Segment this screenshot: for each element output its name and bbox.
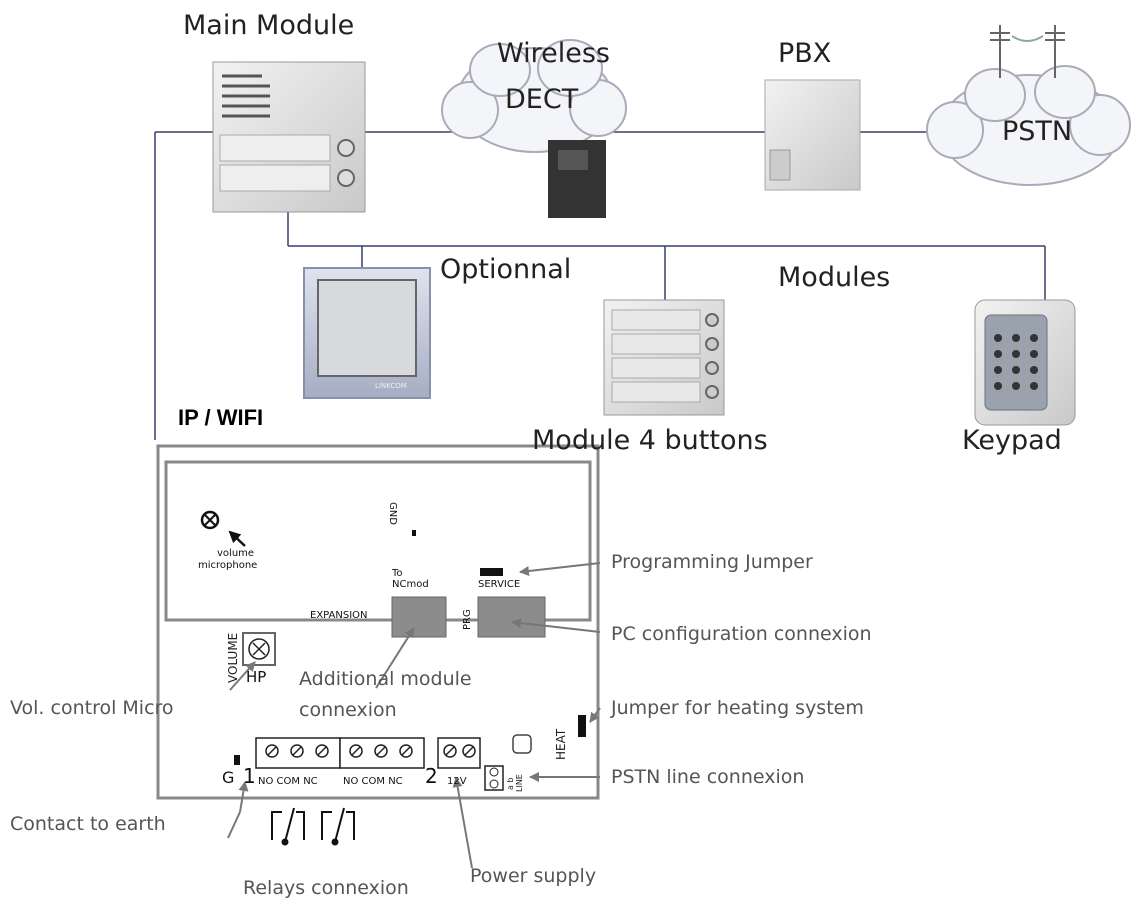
relays-connexion-callout: Relays connexion <box>243 877 409 899</box>
contact-to-earth-callout: Contact to earth <box>10 813 166 835</box>
hp-volume-potentiometer-icon <box>242 632 276 666</box>
linkcom-brand-label: LINKCOM <box>375 382 407 390</box>
service-label: SERVICE <box>478 579 521 590</box>
prg-connector <box>477 596 546 638</box>
expansion-connector <box>391 596 447 638</box>
pbx-label: PBX <box>778 38 832 69</box>
relay-1-contacts-label: NO COM NC <box>258 776 318 787</box>
additional-module-callout-2: connexion <box>299 699 397 721</box>
pc-configuration-callout: PC configuration connexion <box>611 623 872 645</box>
optionnal-label: Optionnal <box>440 254 572 285</box>
microphone-volume-adjuster-icon <box>200 510 246 547</box>
12v-label: 12V <box>447 776 467 787</box>
main-module-device <box>212 61 366 213</box>
telephone-pole-icon <box>990 25 1065 78</box>
wireless-cloud <box>441 39 627 153</box>
expansion-label: EXPANSION <box>310 610 368 621</box>
prg-label: PRG <box>462 609 473 630</box>
volume-label: VOLUME <box>226 632 240 683</box>
pstn-line-callout: PSTN line connexion <box>611 766 805 788</box>
callout-arrows <box>227 562 601 869</box>
to-ncmod-label-2: NCmod <box>392 579 429 590</box>
power-supply-callout: Power supply <box>470 865 597 887</box>
ab-label: a b <box>506 777 515 790</box>
heat-label: HEAT <box>554 728 568 760</box>
heating-jumper-callout: Jumper for heating system <box>611 697 864 719</box>
pbx-device <box>764 79 861 191</box>
main-module-label: Main Module <box>183 10 355 41</box>
programming-jumper-callout: Programming Jumper <box>611 551 813 573</box>
hp-label: HP <box>246 668 267 686</box>
relay-2-number: 2 <box>425 764 438 788</box>
relay-symbols-icon <box>271 807 355 846</box>
relay-2-contacts-label: NO COM NC <box>343 776 403 787</box>
service-jumper <box>480 568 503 576</box>
keypad-label: Keypad <box>962 425 1062 456</box>
gnd-label: GND <box>387 502 398 525</box>
wireless-label: Wireless <box>497 38 610 69</box>
to-ncmod-label-1: To <box>392 568 403 579</box>
line-label: LINE <box>515 774 524 792</box>
modules-label: Modules <box>778 262 891 293</box>
pstn-cloud <box>926 65 1131 186</box>
volume-micro-label-1: volume <box>217 548 255 559</box>
heat-jumper <box>578 715 586 737</box>
camera-module-device <box>303 267 431 399</box>
g-label: G <box>222 768 235 787</box>
volume-micro-label-2: microphone <box>198 560 258 571</box>
ip-wifi-label: IP / WIFI <box>178 405 264 430</box>
relay-1-number: 1 <box>243 764 256 788</box>
additional-module-callout-1: Additional module <box>299 668 472 690</box>
keypad-device <box>974 299 1076 426</box>
gnd-pin <box>412 530 416 536</box>
pstn-label: PSTN <box>1002 116 1073 147</box>
earth-contact-pin <box>234 755 240 765</box>
vol-control-micro-callout: Vol. control Micro <box>10 697 174 719</box>
dect-label: DECT <box>505 84 579 115</box>
module-4-buttons-device <box>603 299 725 416</box>
module-4-buttons-label: Module 4 buttons <box>532 425 768 456</box>
pstn-line-terminal <box>484 765 504 791</box>
